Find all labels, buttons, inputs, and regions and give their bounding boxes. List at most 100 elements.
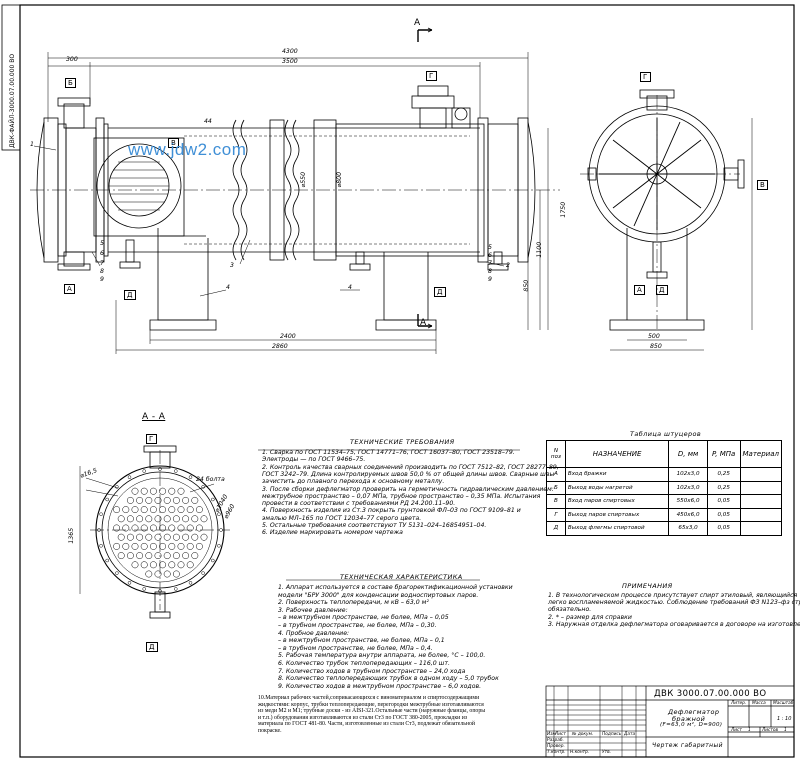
notes-line: 1. В технологическом процессе присутству… xyxy=(548,592,798,599)
tube-hole xyxy=(145,515,153,523)
tube-hole xyxy=(172,515,180,523)
tube-hole xyxy=(191,552,199,560)
tb-col-doc: № докум. xyxy=(572,732,594,737)
tb-col-izm: Изм xyxy=(547,732,556,737)
pos-4b: 4 xyxy=(348,284,352,291)
table-cell: А xyxy=(546,467,566,482)
tube-hole xyxy=(186,561,194,569)
tube-hole xyxy=(126,496,134,504)
tube-hole xyxy=(177,487,185,495)
tube-hole xyxy=(122,506,130,514)
tech-req-line: 6. Изделие маркировать номером чертежа xyxy=(262,529,403,537)
tube-hole xyxy=(126,552,134,560)
tech-char-title: ТЕХНИЧЕСКАЯ ХАРАКТЕРИСТИКА xyxy=(340,573,463,581)
tube-hole xyxy=(113,506,121,514)
tube-hole xyxy=(126,515,134,523)
tube-hole xyxy=(163,496,171,504)
col-material: Материал xyxy=(739,440,783,468)
tech-req-line: эмалью МЛ–165 по ГОСТ 12034–77 серого цв… xyxy=(262,514,422,522)
table-cell: 65х3,0 xyxy=(668,521,708,536)
tb-lit: Литер. xyxy=(731,701,747,706)
col-purpose: НАЗНАЧЕНИЕ xyxy=(564,440,670,468)
tube-hole xyxy=(177,524,185,532)
dim-plate: 1365 xyxy=(68,527,76,544)
notes-title: ПРИМЕЧАНИЯ xyxy=(622,582,673,590)
section-port-d-label: Д xyxy=(146,642,158,652)
corner-stamp-box xyxy=(1,4,21,151)
dim-d-inner: ⌀550 xyxy=(300,171,308,188)
col-pos: N поз xyxy=(546,440,566,468)
tube-hole xyxy=(177,506,185,514)
tube-hole xyxy=(154,515,162,523)
tb-col-sign: Подпись xyxy=(602,732,622,737)
tb-sheet: Лист xyxy=(731,728,742,733)
tech-req-line: 2. Контроль качества сварных соединений … xyxy=(262,463,559,471)
tech-char-line: 2. Поверхность теплопередачи, м кВ – 63,… xyxy=(278,599,429,607)
tube-hole xyxy=(131,542,139,550)
table-cell: 450х6,0 xyxy=(668,507,708,522)
tube-hole xyxy=(136,515,144,523)
title-block-grid xyxy=(545,685,795,758)
tech-req-line: 1. Сварка по ГОСТ 11534–75, ГОСТ 14771–7… xyxy=(262,449,515,456)
tube-hole xyxy=(168,561,176,569)
title-name-3: (F=63,0 м², D=900) xyxy=(660,722,723,728)
table-cell: В xyxy=(546,494,566,509)
tech-char-line: 8. Количество теплопередающих трубок в о… xyxy=(278,675,499,683)
tech-char-line: 6. Количество трубок теплопередающих – 1… xyxy=(278,660,450,667)
tb-scale-val: 1 : 10 xyxy=(777,716,792,722)
tube-hole xyxy=(136,552,144,560)
tube-hole xyxy=(168,487,176,495)
notes-line: 2. * – размер для справки xyxy=(548,613,632,621)
bolt-hole xyxy=(174,469,178,473)
bolt-hole xyxy=(127,475,132,479)
tech-char-item10: 10.Материал рабочих частей,соприкасающих… xyxy=(258,695,486,734)
bolt-hole xyxy=(217,544,221,548)
pos-7b: 7 xyxy=(488,260,492,267)
port-b-label: Б xyxy=(65,78,77,88)
tube-hole xyxy=(191,515,199,523)
tb-scale: Масштаб xyxy=(773,701,794,706)
side-view xyxy=(580,89,753,351)
table-cell xyxy=(739,521,783,536)
tube-hole xyxy=(195,542,203,550)
side-port-g-label: Г xyxy=(640,72,651,82)
bolt-hole xyxy=(174,587,178,591)
tube-hole xyxy=(122,524,130,532)
tube-hole xyxy=(172,533,180,541)
tube-hole xyxy=(149,542,157,550)
tube-hole xyxy=(186,542,194,550)
pos-2: 2 xyxy=(506,262,510,269)
tube-hole xyxy=(159,542,167,550)
tube-hole xyxy=(154,533,162,541)
notes-line: легко воспламеняемой жидкостью. Соблюден… xyxy=(548,599,800,607)
table-cell: 0,05 xyxy=(706,521,741,536)
pos-6b: 6 xyxy=(488,252,492,259)
tube-hole xyxy=(186,524,194,532)
dim-base: 2400 xyxy=(280,333,296,340)
port-d-label-1: Д xyxy=(124,290,136,300)
bolt-hole xyxy=(219,528,223,532)
tube-hole xyxy=(140,487,148,495)
tb-mass: Масса xyxy=(752,701,766,706)
dim-h2: 1100 xyxy=(536,241,544,258)
title-drawing-type: Чертеж габаритный xyxy=(652,742,723,749)
col-d: D, мм xyxy=(668,440,708,468)
tech-req-line: межтрубное пространство – 0,07 МПа, труб… xyxy=(262,492,541,500)
tb-role-check: Провер. xyxy=(547,744,565,749)
tube-hole xyxy=(168,542,176,550)
main-view xyxy=(30,27,560,354)
table-cell: 0,05 xyxy=(706,507,741,522)
dim-height: 1750 xyxy=(560,201,568,218)
tube-hole xyxy=(182,496,190,504)
tube-hole xyxy=(177,542,185,550)
tb-role-approve: Утв. xyxy=(602,750,612,755)
dim-shell: 3500 xyxy=(282,58,298,65)
tube-hole xyxy=(163,552,171,560)
dim-d-outer: ⌀800 xyxy=(336,171,344,188)
pos-5b: 5 xyxy=(488,244,492,251)
tube-hole xyxy=(182,533,190,541)
tube-hole xyxy=(159,487,167,495)
side-port-v-label: В xyxy=(757,180,769,190)
